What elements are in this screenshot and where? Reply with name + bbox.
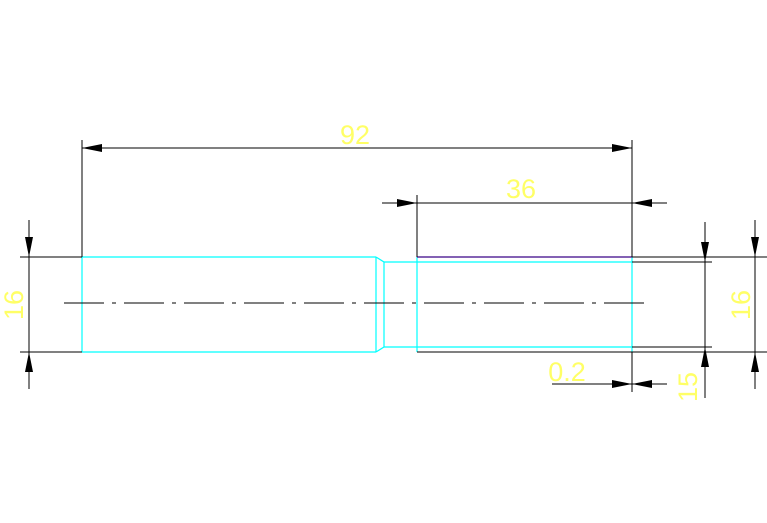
dim-text-left-diameter: 16 xyxy=(0,290,29,320)
shaft-outline xyxy=(81,256,633,353)
dim-text-thread-length: 36 xyxy=(506,174,536,204)
extension-lines xyxy=(20,140,767,392)
dim-text-overall-length: 92 xyxy=(340,120,370,150)
dim-text-chamfer-gap: 0.2 xyxy=(548,357,586,387)
dim-text-right-diameter: 16 xyxy=(726,290,756,320)
chamfer-top xyxy=(375,256,385,263)
chamfer-bottom xyxy=(375,346,385,353)
dim-text-small-height: 15 xyxy=(673,372,703,402)
dimension-lines xyxy=(25,144,759,398)
